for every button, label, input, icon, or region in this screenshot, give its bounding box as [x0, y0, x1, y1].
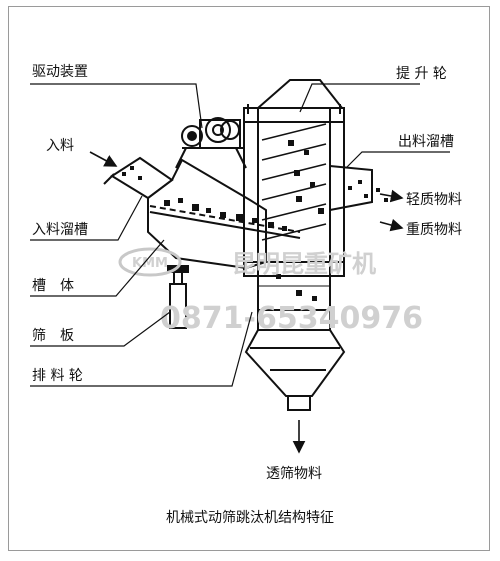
- watermark-logo-text: KMM: [132, 256, 168, 271]
- label-drive-unit: 驱动装置: [32, 64, 88, 80]
- heavy-material-arrow: [379, 218, 404, 232]
- label-outlet-chute: 出料溜槽: [398, 134, 454, 150]
- diagram-caption: 机械式动筛跳汰机结构特征: [166, 510, 334, 526]
- watermark-company: 昆明昆重矿机: [232, 250, 376, 278]
- light-material-arrow: [379, 189, 404, 203]
- label-lift-wheel: 提 升 轮: [396, 66, 447, 82]
- outlet-particles: [348, 180, 388, 202]
- hopper-cone: [244, 310, 346, 411]
- leader-lines: [30, 83, 450, 387]
- screen-plate: [149, 205, 301, 239]
- label-screen-plate: 筛 板: [32, 328, 74, 344]
- diagram-frame: [8, 6, 490, 551]
- label-feed: 入料: [46, 138, 74, 154]
- label-light-material: 轻质物料: [406, 192, 462, 208]
- support-cylinder: [167, 265, 189, 329]
- label-feed-chute: 入料溜槽: [32, 222, 88, 238]
- drive-unit: [175, 117, 247, 169]
- label-tank-body: 槽 体: [32, 278, 74, 294]
- lower-housing: [257, 261, 331, 311]
- housing-top: [246, 79, 343, 114]
- watermark-phone: 0871-65340976: [160, 301, 423, 336]
- label-discharge-wheel: 排 料 轮: [32, 368, 83, 384]
- flow-arrows: [89, 151, 404, 454]
- tank-body: [147, 158, 267, 270]
- watermark: KMM 昆明昆重矿机 0871-65340976: [118, 247, 423, 336]
- feed-arrow: [89, 151, 118, 167]
- outlet-chute: [329, 165, 373, 211]
- label-heavy-material: 重质物料: [406, 222, 462, 238]
- watermark-logo: [118, 247, 182, 277]
- material-particles: [122, 140, 324, 301]
- label-undersize-material: 透筛物料: [266, 466, 322, 482]
